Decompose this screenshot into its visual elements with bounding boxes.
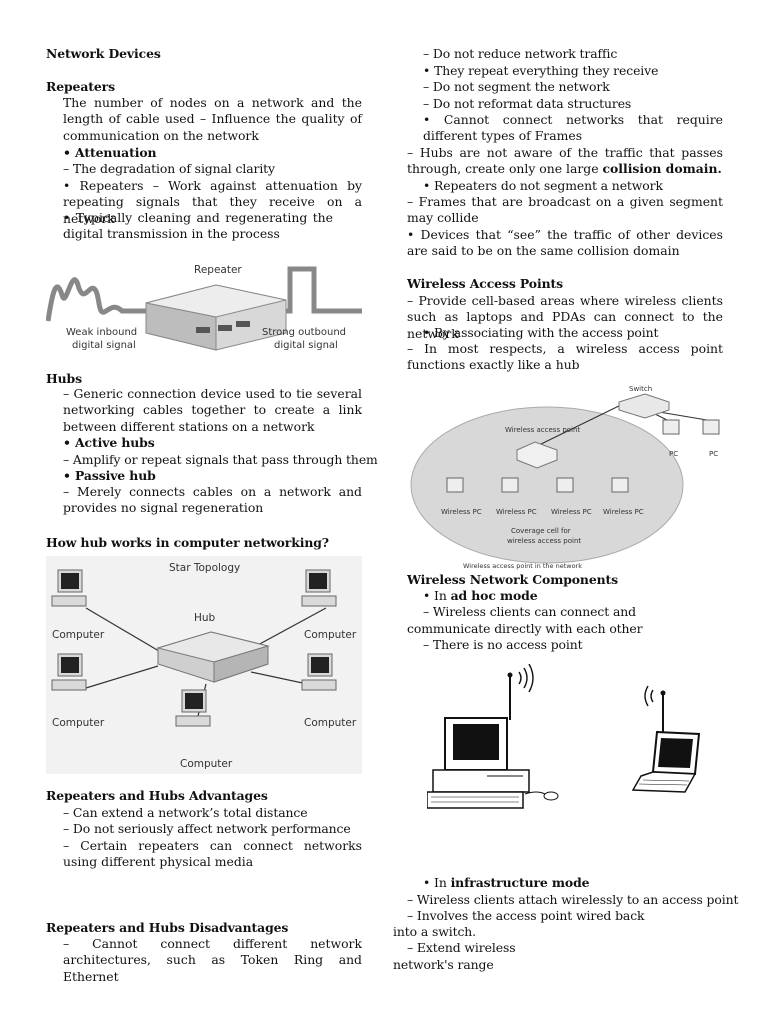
computer-label: Computer: [52, 717, 105, 729]
repeaters-paragraph: The number of nodes on a network and the…: [63, 95, 362, 143]
adhoc-line-1: – Wireless clients can connect and: [423, 604, 636, 619]
advantages-item-3: – Certain repeaters can connect networks…: [63, 838, 362, 870]
weak-label-1: Weak inbound: [66, 327, 137, 338]
coverage-label-2: wireless access point: [507, 537, 581, 545]
attenuation-label: • Attenuation: [63, 145, 157, 160]
weak-label-2: digital signal: [72, 340, 136, 351]
passive-hub-label: • Passive hub: [63, 468, 156, 483]
components-heading: Wireless Network Components: [407, 572, 619, 587]
star-topology-title: Star Topology: [169, 562, 240, 574]
repeaters-heading: Repeaters: [46, 79, 115, 94]
wireless-pc-label: Wireless PC: [496, 508, 537, 516]
infrastructure-line-3: into a switch.: [393, 924, 477, 939]
adhoc-item: • In ad hoc mode: [423, 588, 538, 604]
wireless-access-point-figure: Switch Wireless access point PC PC Wirel…: [410, 385, 720, 570]
wireless-pc-icon: [446, 477, 464, 493]
hubs-heading: Hubs: [46, 371, 82, 386]
adhoc-term: ad hoc mode: [450, 588, 538, 603]
wireless-pc-label: Wireless PC: [603, 508, 644, 516]
wireless-pc-label: Wireless PC: [551, 508, 592, 516]
infrastructure-line-4: – Extend wireless: [407, 940, 516, 955]
advantages-heading: Repeaters and Hubs Advantages: [46, 788, 268, 803]
infrastructure-item: • In infrastructure mode: [423, 875, 590, 891]
disadvantages-heading: Repeaters and Hubs Disadvantages: [46, 920, 289, 935]
hub-point-8: – Frames that are broadcast on a given s…: [407, 194, 723, 226]
disadvantages-item-1: – Cannot connect different network archi…: [63, 936, 362, 984]
hub-point-5: • Cannot connect networks that require d…: [423, 112, 723, 144]
hub-device: [156, 631, 270, 683]
access-point-device: [516, 441, 558, 469]
hub-point-7: • Repeaters do not segment a network: [423, 178, 663, 193]
coverage-label-1: Coverage cell for: [511, 527, 571, 535]
wap-paragraph-1: – Provide cell-based areas where wireles…: [407, 293, 723, 341]
switch-label: Switch: [629, 385, 652, 393]
collision-domain-term: collision domain.: [602, 161, 722, 177]
wap-paragraph-2: – In most respects, a wireless access po…: [407, 341, 723, 373]
hub-point-6: – Hubs are not aware of the traffic that…: [407, 145, 723, 178]
wap-heading: Wireless Access Points: [407, 276, 563, 291]
infrastructure-term: infrastructure mode: [450, 875, 590, 890]
wireless-pc-icon: [556, 477, 574, 493]
repeaters-paragraph-2: • Repeaters – Work against attenuation b…: [63, 178, 362, 226]
strong-signal-wave: [286, 266, 362, 314]
page-title: Network Devices: [46, 46, 161, 61]
wap-point-1: • By associating with the access point: [423, 325, 659, 340]
infrastructure-line-5: network's range: [393, 957, 494, 972]
strong-label-1: Strong outbound: [262, 327, 346, 338]
infrastructure-prefix: • In: [423, 875, 451, 890]
infrastructure-line-2: – Involves the access point wired back: [407, 908, 645, 923]
star-topology-figure: Star Topology Hub: [46, 556, 362, 774]
hubs-paragraph: – Generic connection device used to tie …: [63, 386, 362, 434]
hub-point-6-text: – Hubs are not aware of the traffic that…: [407, 145, 723, 177]
wap-label: Wireless access point: [505, 426, 580, 434]
wireless-signal-icon: [518, 664, 534, 693]
hub-point-9: • Devices that “see” the traffic of othe…: [407, 227, 723, 259]
repeaters-paragraph-3: • Typically cleaning and regenerating th…: [63, 210, 333, 242]
pc-label: PC: [709, 450, 718, 458]
repeater-figure: Repeater Weak inbound digital signal Str…: [46, 264, 362, 351]
switch-device: [618, 393, 670, 419]
computer-label: Computer: [52, 629, 105, 641]
pc-icon: [662, 419, 680, 435]
adhoc-line-3: – There is no access point: [423, 637, 583, 652]
pc-label: PC: [669, 450, 678, 458]
computer-label: Computer: [304, 629, 357, 641]
pc-icon: [702, 419, 720, 435]
adhoc-prefix: • In: [423, 588, 451, 603]
adhoc-figure: [427, 664, 701, 809]
advantages-item-1: – Can extend a network’s total distance: [63, 805, 308, 820]
infrastructure-line-1: – Wireless clients attach wirelessly to …: [407, 892, 739, 907]
hub-point-2: • They repeat everything they receive: [423, 63, 659, 78]
how-hub-works-heading: How hub works in computer networking?: [46, 535, 329, 550]
wireless-pc-icon: [501, 477, 519, 493]
desktop-computer: [427, 664, 559, 809]
active-hubs-definition: – Amplify or repeat signals that pass th…: [63, 452, 378, 467]
computer-label: Computer: [304, 717, 357, 729]
hub-point-4: – Do not reformat data structures: [423, 96, 632, 111]
adhoc-line-2: communicate directly with each other: [407, 621, 643, 636]
hub-label: Hub: [194, 612, 216, 624]
computer-label: Computer: [180, 758, 233, 770]
hub-point-1: – Do not reduce network traffic: [423, 46, 618, 61]
wireless-signal-icon: [644, 685, 654, 707]
passive-hub-paragraph: – Merely connects cables on a network an…: [63, 484, 362, 516]
wireless-pc-label: Wireless PC: [441, 508, 482, 516]
repeater-label: Repeater: [194, 264, 242, 276]
hub-point-3: – Do not segment the network: [423, 79, 610, 94]
strong-label-2: digital signal: [274, 340, 338, 351]
laptop-computer: [631, 685, 701, 793]
wireless-pc-icon: [611, 477, 629, 493]
attenuation-definition: – The degradation of signal clarity: [63, 161, 275, 176]
wap-figure-caption: Wireless access point in the network: [463, 562, 582, 570]
weak-signal-wave: [46, 277, 146, 322]
advantages-item-2: – Do not seriously affect network perfor…: [63, 821, 351, 836]
active-hubs-label: • Active hubs: [63, 435, 155, 450]
coverage-cell: [410, 406, 684, 564]
